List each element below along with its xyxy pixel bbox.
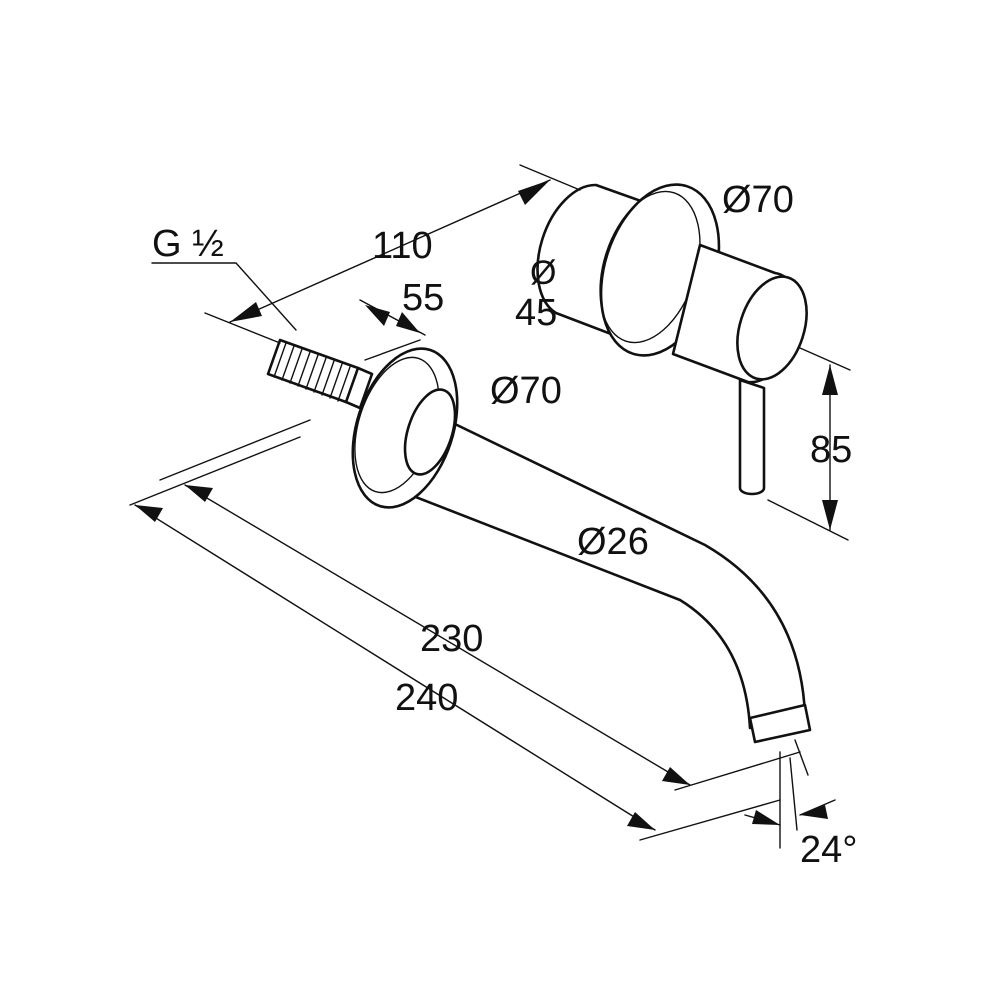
thread-label: G ½ <box>152 223 224 265</box>
dimension-85-label: 85 <box>810 429 852 471</box>
mixer-unit <box>536 183 808 496</box>
spout <box>266 338 812 744</box>
dimension-110-label: 110 <box>372 225 433 267</box>
diameter-26-label: Ø26 <box>577 521 649 563</box>
dimension-55-label: 55 <box>402 277 444 319</box>
dimension-240-label: 240 <box>395 677 458 719</box>
thread-connector <box>266 338 374 410</box>
diameter-70-middle-label: Ø70 <box>490 370 562 412</box>
diameter-45-symbol: Ø <box>530 254 556 292</box>
diameter-45-value: 45 <box>515 292 557 334</box>
angle-24-label: 24° <box>800 829 857 871</box>
dimension-230-label: 230 <box>420 618 483 660</box>
arrowheads <box>135 180 838 830</box>
diameter-70-top-label: Ø70 <box>722 179 794 221</box>
